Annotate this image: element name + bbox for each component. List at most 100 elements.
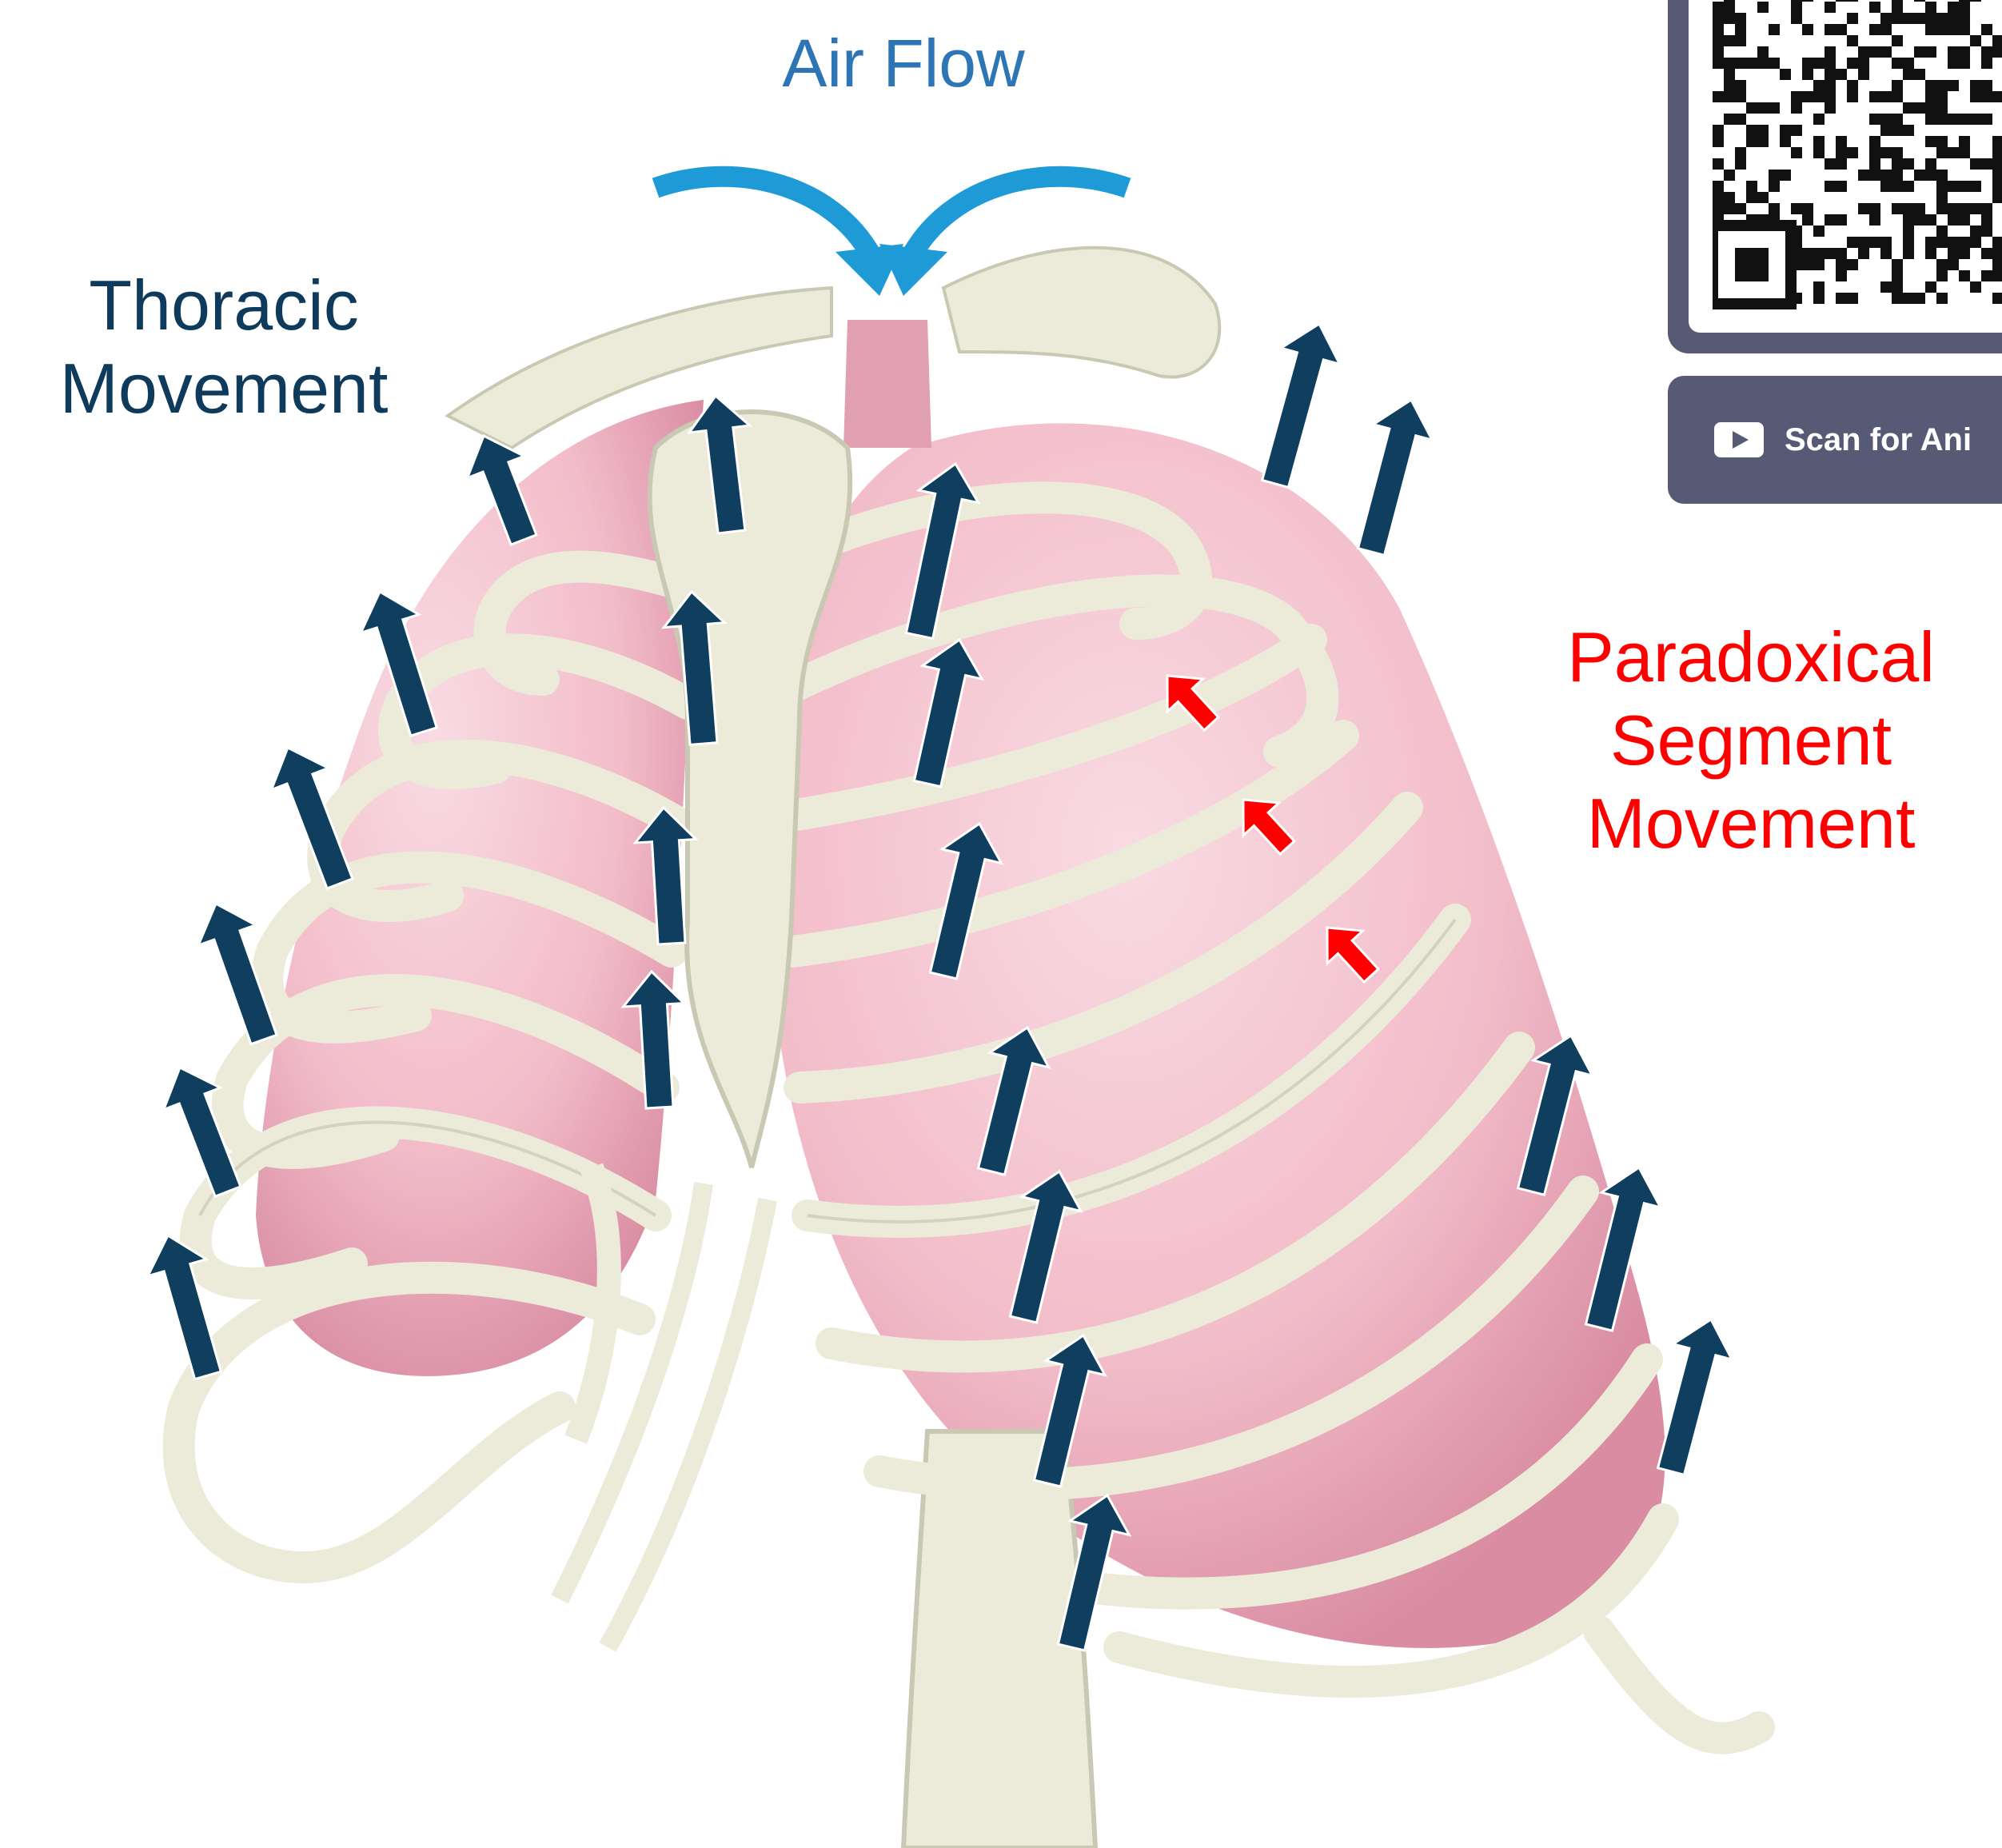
- qr-module: [1880, 46, 1892, 58]
- qr-module: [1892, 114, 1903, 125]
- qr-module: [1858, 46, 1869, 58]
- qr-module: [1959, 147, 1970, 158]
- qr-module: [1825, 214, 1836, 226]
- qr-module: [1769, 181, 1780, 192]
- qr-module: [1825, 2, 1836, 13]
- qr-module: [1981, 158, 1992, 170]
- qr-module: [1936, 181, 1948, 192]
- qr-module: [1836, 0, 1847, 2]
- qr-module: [1914, 13, 1925, 24]
- qr-module: [1981, 270, 1992, 281]
- qr-module: [1892, 203, 1903, 214]
- qr-module: [1936, 270, 1948, 281]
- qr-module: [1880, 281, 1892, 293]
- qr-module: [1858, 203, 1869, 214]
- qr-module: [1836, 270, 1847, 281]
- qr-module: [1892, 170, 1903, 181]
- qr-module: [1813, 58, 1825, 69]
- qr-module: [1925, 170, 1936, 181]
- qr-module: [1959, 237, 1970, 248]
- qr-code-icon[interactable]: [1713, 0, 2002, 310]
- qr-module: [1780, 125, 1791, 136]
- qr-module: [1769, 203, 1780, 214]
- qr-module: [1959, 114, 1970, 125]
- qr-module: [1791, 125, 1802, 136]
- qr-module: [1970, 226, 1981, 237]
- qr-module: [1724, 58, 1735, 69]
- qr-module: [1925, 91, 1936, 102]
- paradoxical-label-line2: Segment: [1503, 699, 1999, 782]
- qr-module: [1713, 181, 1724, 192]
- qr-module: [1869, 203, 1880, 214]
- qr-module: [1925, 46, 1936, 58]
- qr-module: [1847, 58, 1858, 69]
- qr-module: [1825, 181, 1836, 192]
- qr-module: [1892, 13, 1903, 24]
- qr-module: [1892, 0, 1903, 2]
- thoracic-movement-arrow-icon: [1658, 1319, 1733, 1475]
- qr-module: [1836, 24, 1847, 35]
- qr-module: [1813, 248, 1825, 259]
- qr-module: [1713, 46, 1724, 58]
- qr-module: [1869, 136, 1880, 147]
- paradoxical-label-line3: Movement: [1503, 782, 1999, 865]
- qr-module: [1903, 248, 1914, 259]
- qr-module: [1813, 226, 1825, 237]
- qr-module: [1735, 58, 1746, 69]
- qr-module: [1892, 270, 1903, 281]
- qr-module: [1825, 24, 1836, 35]
- qr-module: [1936, 192, 1948, 203]
- qr-module: [1724, 2, 1735, 13]
- qr-module: [1981, 203, 1992, 214]
- qr-module: [1892, 259, 1903, 270]
- qr-module: [1880, 114, 1892, 125]
- qr-module: [1713, 125, 1724, 136]
- thoracic-movement-label: Thoracic Movement: [16, 264, 432, 430]
- qr-module: [1825, 80, 1836, 91]
- qr-module: [1869, 46, 1880, 58]
- qr-module: [1981, 226, 1992, 237]
- qr-module: [1992, 35, 2002, 46]
- qr-module: [1746, 125, 1757, 136]
- qr-module: [1903, 214, 1914, 226]
- thoracic-label-line2: Movement: [16, 347, 432, 430]
- qr-module: [1791, 147, 1802, 158]
- qr-module: [1936, 80, 1948, 91]
- qr-module: [1825, 248, 1836, 259]
- qr-module: [1735, 35, 1746, 46]
- qr-module: [1825, 158, 1836, 170]
- qr-module: [1903, 203, 1914, 214]
- qr-module: [1869, 24, 1880, 35]
- qr-module: [1724, 35, 1735, 46]
- qr-module: [1959, 46, 1970, 58]
- qr-module: [1892, 281, 1903, 293]
- qr-module: [1992, 170, 2002, 181]
- qr-code-card: [1668, 0, 2002, 353]
- qr-module: [1724, 69, 1735, 80]
- qr-module: [1936, 170, 1948, 181]
- qr-module: [1936, 102, 1948, 114]
- thoracic-label-line1: Thoracic: [16, 264, 432, 347]
- qr-module: [1836, 293, 1847, 304]
- qr-module: [1992, 270, 2002, 281]
- qr-module: [1892, 147, 1903, 158]
- qr-module: [1847, 147, 1858, 158]
- qr-module: [1858, 170, 1869, 181]
- qr-module: [1948, 237, 1959, 248]
- qr-module: [1724, 80, 1735, 91]
- qr-module: [1892, 158, 1903, 170]
- scan-for-animation-button[interactable]: Scan for Ani: [1668, 376, 2002, 504]
- qr-module: [1836, 181, 1847, 192]
- qr-finder-center: [1735, 248, 1769, 281]
- qr-module: [1836, 147, 1847, 158]
- qr-module: [1880, 125, 1892, 136]
- qr-module: [1992, 147, 2002, 158]
- qr-module: [1802, 91, 1813, 102]
- thoracic-movement-arrow-icon: [1358, 400, 1433, 555]
- qr-module: [1769, 170, 1780, 181]
- qr-module: [1791, 2, 1802, 13]
- qr-module: [1724, 192, 1735, 203]
- qr-module: [1847, 259, 1858, 270]
- qr-module: [1813, 91, 1825, 102]
- qr-module: [1925, 281, 1936, 293]
